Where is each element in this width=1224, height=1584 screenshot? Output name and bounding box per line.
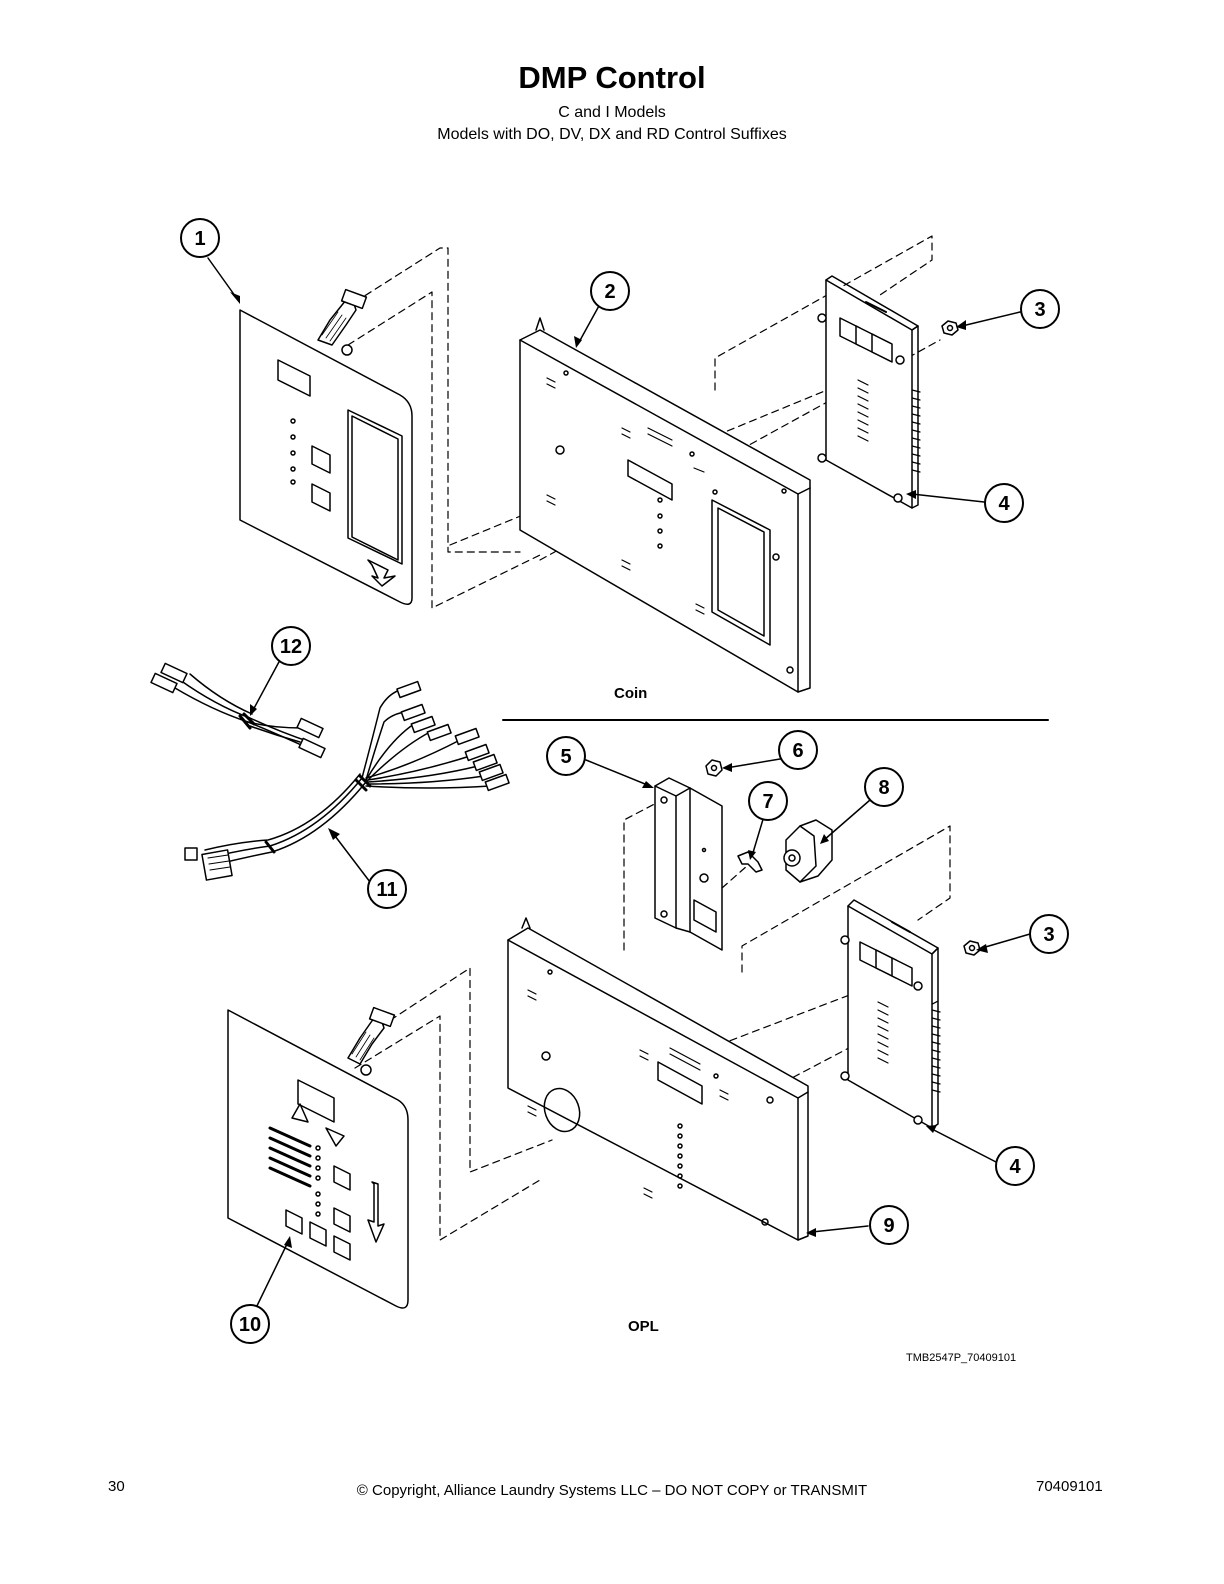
leader-lines xyxy=(207,257,1031,1313)
callout-7: 7 xyxy=(748,781,788,821)
coin-section-label: Coin xyxy=(614,685,648,702)
page-subtitle: C and I Models xyxy=(558,104,666,121)
callout-7-label: 7 xyxy=(762,791,773,813)
callout-4-coin-label: 4 xyxy=(998,493,1010,515)
callout-3-opl: 3 xyxy=(1029,914,1069,954)
document-number: 70409101 xyxy=(1036,1478,1103,1495)
callout-11: 11 xyxy=(367,869,407,909)
part-1-coin-keypad-overlay xyxy=(239,288,413,605)
part-4-coin-control-board xyxy=(817,275,921,509)
callout-6-label: 6 xyxy=(792,740,803,762)
callout-3-opl-label: 3 xyxy=(1043,924,1054,946)
page-number: 30 xyxy=(108,1478,125,1495)
arrowheads xyxy=(230,292,988,1248)
callout-4-coin: 4 xyxy=(984,483,1024,523)
callout-5: 5 xyxy=(546,736,586,776)
part-3-coin-nut xyxy=(941,320,959,336)
callout-1: 1 xyxy=(180,218,220,258)
part-11-wire-harness xyxy=(184,680,510,881)
callout-5-label: 5 xyxy=(560,746,571,768)
page-title: DMP Control xyxy=(518,60,706,95)
callout-8-label: 8 xyxy=(878,777,889,799)
part-9-opl-control-panel xyxy=(507,917,809,1241)
callout-6: 6 xyxy=(778,730,818,770)
callout-4-opl-label: 4 xyxy=(1009,1156,1021,1178)
part-2-coin-control-panel xyxy=(519,317,811,693)
callout-2: 2 xyxy=(590,271,630,311)
copyright-notice: © Copyright, Alliance Laundry Systems LL… xyxy=(356,1482,868,1499)
part-3-opl-nut xyxy=(963,940,981,956)
callout-10-label: 10 xyxy=(239,1314,261,1336)
part-10-opl-keypad-overlay xyxy=(227,1006,409,1309)
callout-1-label: 1 xyxy=(194,228,205,250)
drawing-code: TMB2547P_70409101 xyxy=(906,1352,1017,1364)
callout-4-opl: 4 xyxy=(995,1146,1035,1186)
callout-3-coin: 3 xyxy=(1020,289,1060,329)
callout-2-label: 2 xyxy=(604,281,615,303)
part-12-wire-harness xyxy=(150,662,326,759)
callout-12-label: 12 xyxy=(280,636,302,658)
part-5-bracket xyxy=(654,777,723,951)
part-4-opl-control-board xyxy=(840,899,941,1129)
callout-8: 8 xyxy=(864,767,904,807)
callout-3-coin-label: 3 xyxy=(1034,299,1045,321)
opl-section-label: OPL xyxy=(628,1318,659,1335)
callout-9-label: 9 xyxy=(883,1215,894,1237)
callout-12: 12 xyxy=(271,626,311,666)
callout-9: 9 xyxy=(869,1205,909,1245)
page-subtitle-models: Models with DO, DV, DX and RD Control Su… xyxy=(437,126,787,143)
part-8-selector xyxy=(783,819,833,883)
callouts: 1 2 3 4 12 11 5 6 xyxy=(180,218,1069,1344)
callout-10: 10 xyxy=(230,1304,270,1344)
part-6-nut xyxy=(705,759,723,777)
callout-11-label: 11 xyxy=(376,879,397,901)
